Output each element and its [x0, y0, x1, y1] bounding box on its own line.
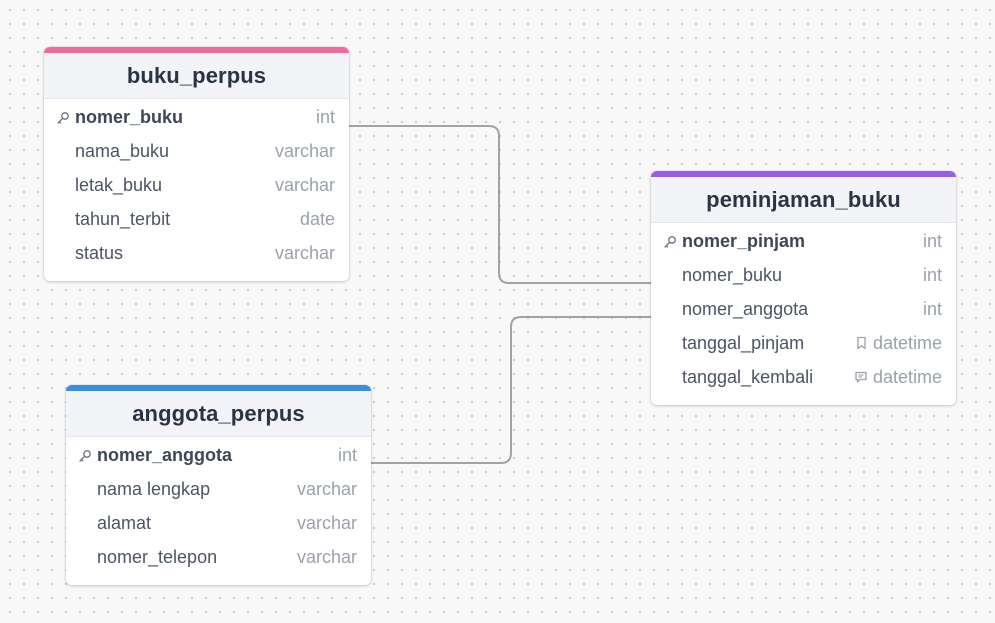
field-name: alamat	[97, 512, 152, 533]
key-icon	[78, 449, 92, 463]
field-name: nomer_buku	[75, 107, 184, 128]
field-type-wrapper: varchar	[275, 141, 335, 162]
field-row[interactable]: letak_buku varchar	[44, 169, 349, 203]
field-type: int	[315, 107, 335, 128]
field-type-wrapper: int	[923, 265, 942, 286]
field-name: nomer_telepon	[97, 546, 218, 567]
field-name: tahun_terbit	[75, 208, 171, 229]
field-name: nomer_buku	[682, 265, 783, 286]
field-type: varchar	[274, 141, 335, 162]
field-type: datetime	[872, 366, 942, 387]
key-slot	[663, 235, 682, 249]
field-type-wrapper: varchar	[297, 547, 357, 568]
key-icon	[663, 235, 677, 249]
field-type: int	[337, 445, 357, 466]
field-type: varchar	[296, 546, 357, 567]
field-type: datetime	[872, 332, 942, 353]
primary-key-field-row[interactable]: nomer_anggota int	[66, 439, 371, 473]
field-type: date	[299, 208, 335, 229]
key-slot	[78, 449, 97, 463]
field-type-wrapper: varchar	[275, 243, 335, 264]
table-anggota-perpus[interactable]: anggota_perpus nomer_anggota int nama leng…	[66, 385, 371, 585]
table-header[interactable]: buku_perpus	[44, 47, 349, 99]
key-icon	[56, 111, 70, 125]
field-type-wrapper: varchar	[297, 479, 357, 500]
field-name: letak_buku	[75, 174, 163, 195]
primary-key-field-row[interactable]: nomer_buku int	[44, 101, 349, 135]
table-title: anggota_perpus	[132, 400, 305, 426]
field-type-wrapper: int	[923, 231, 942, 252]
field-type: varchar	[274, 174, 335, 195]
field-type-wrapper: datetime	[854, 367, 942, 388]
field-row[interactable]: nama lengkap varchar	[66, 473, 371, 507]
relationship-line-anggota-to-peminjaman[interactable]	[371, 316, 651, 464]
field-name: nomer_pinjam	[682, 231, 806, 252]
field-name: nama_buku	[75, 141, 170, 162]
field-row[interactable]: nomer_telepon varchar	[66, 540, 371, 574]
table-title: buku_perpus	[126, 62, 267, 88]
field-row[interactable]: tahun_terbit date	[44, 202, 349, 236]
field-type: int	[922, 298, 942, 319]
field-type: varchar	[296, 512, 357, 533]
table-header[interactable]: peminjaman_buku	[651, 171, 956, 223]
field-type-wrapper: int	[338, 445, 357, 466]
field-row[interactable]: alamat varchar	[66, 507, 371, 541]
field-type-wrapper: int	[316, 107, 335, 128]
field-row[interactable]: nama_buku varchar	[44, 135, 349, 169]
field-type-wrapper: datetime	[855, 333, 942, 354]
field-type-wrapper: date	[300, 209, 335, 230]
field-row[interactable]: tanggal_pinjam datetime	[651, 326, 956, 360]
relationship-line-buku-to-peminjaman[interactable]	[349, 125, 651, 284]
key-slot	[56, 111, 75, 125]
field-name: nomer_anggota	[97, 445, 233, 466]
field-type: varchar	[296, 479, 357, 500]
field-name: nomer_anggota	[682, 298, 809, 319]
primary-key-field-row[interactable]: nomer_pinjam int	[651, 225, 956, 259]
field-type: int	[922, 231, 942, 252]
field-name: status	[75, 242, 124, 263]
field-type-wrapper: varchar	[275, 175, 335, 196]
field-name: tanggal_pinjam	[682, 332, 805, 353]
field-name: nama lengkap	[97, 479, 211, 500]
field-type: varchar	[274, 242, 335, 263]
field-type: int	[922, 265, 942, 286]
field-row[interactable]: tanggal_kembali datetime	[651, 360, 956, 394]
field-row[interactable]: nomer_buku int	[651, 259, 956, 293]
table-header[interactable]: anggota_perpus	[66, 385, 371, 437]
field-type-wrapper: varchar	[297, 513, 357, 534]
field-row[interactable]: status varchar	[44, 236, 349, 270]
bookmark-icon[interactable]	[855, 336, 868, 350]
field-name: tanggal_kembali	[682, 366, 814, 387]
field-row[interactable]: nomer_anggota int	[651, 293, 956, 327]
comment-icon[interactable]	[854, 370, 868, 384]
field-type-wrapper: int	[923, 299, 942, 320]
table-title: peminjaman_buku	[706, 186, 901, 212]
